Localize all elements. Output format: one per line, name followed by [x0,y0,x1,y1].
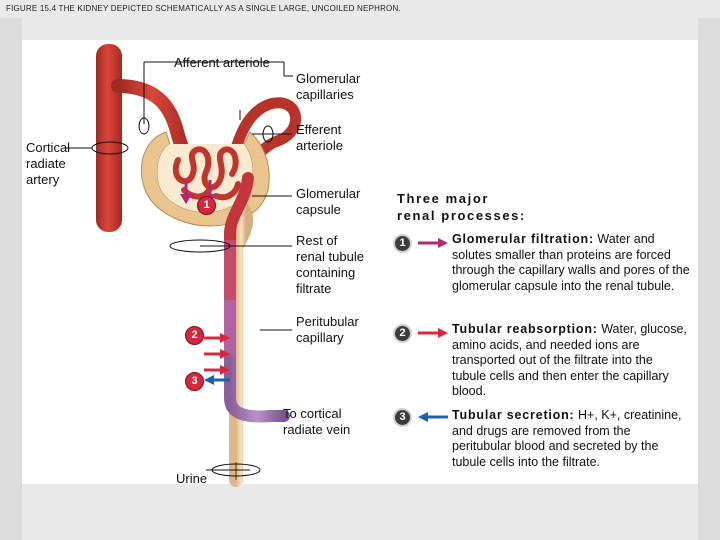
process-arrow-1 [418,238,448,248]
label-efferent-arteriole: Efferent arteriole [296,122,343,153]
process-arrow-3 [418,412,448,422]
process-reabsorption: Tubular reabsorption: Water, glucose, am… [452,322,690,400]
process-reabsorption-heading: Tubular reabsorption: [452,322,598,336]
slide-frame-left [0,18,22,540]
process-filtration: Glomerular filtration: Water and solutes… [452,232,690,294]
process-secretion-text: H+, K+, creatinine, and drugs are remove… [452,408,682,469]
process-badge-2: 2 [393,324,412,343]
process-secretion-heading: Tubular secretion: [452,408,575,422]
cortical-vein-branch [224,354,290,423]
process-reabsorption-text: Water, glucose, amino acids, and needed … [452,322,687,399]
label-glomerular-capsule: Glomerular capsule [296,186,361,217]
label-cortical-radiate-vein: To cortical radiate vein [283,406,351,437]
processes-title: Three major renal processes: [397,191,526,223]
process-secretion: Tubular secretion: H+, K+, creatinine, a… [452,408,690,470]
renal-tubule [229,199,254,487]
slide-frame-right [698,18,720,540]
leader-lines [64,61,293,477]
process-badge-1: 1 [393,234,412,253]
process-badge-3: 3 [393,408,412,427]
diagram-badge-1: 1 [197,196,216,215]
reabsorption-arrows [204,333,230,375]
label-rest-of-renal-tubule: Rest of renal tubule containing filtrate [296,233,364,296]
cortical-radiate-artery [96,44,122,232]
peritubular-capillary [224,172,254,366]
figure-caption: FIGURE 15.4 THE KIDNEY DEPICTED SCHEMATI… [6,4,401,13]
process-filtration-heading: Glomerular filtration: [452,232,594,246]
figure-panel [22,40,698,484]
label-urine: Urine [176,471,208,486]
process-filtration-text: Water and solutes smaller than proteins … [452,232,690,293]
secretion-arrow [204,375,230,385]
diagram-badge-3: 3 [185,372,204,391]
label-glomerular-capillaries: Glomerular capillaries [296,71,361,102]
label-cortical-radiate-artery: Cortical radiate artery [26,140,71,187]
diagram-badge-2: 2 [185,326,204,345]
process-arrow-2 [418,328,448,338]
label-peritubular-capillary: Peritubular capillary [296,314,359,345]
label-afferent-arteriole: Afferent arteriole [174,55,270,70]
